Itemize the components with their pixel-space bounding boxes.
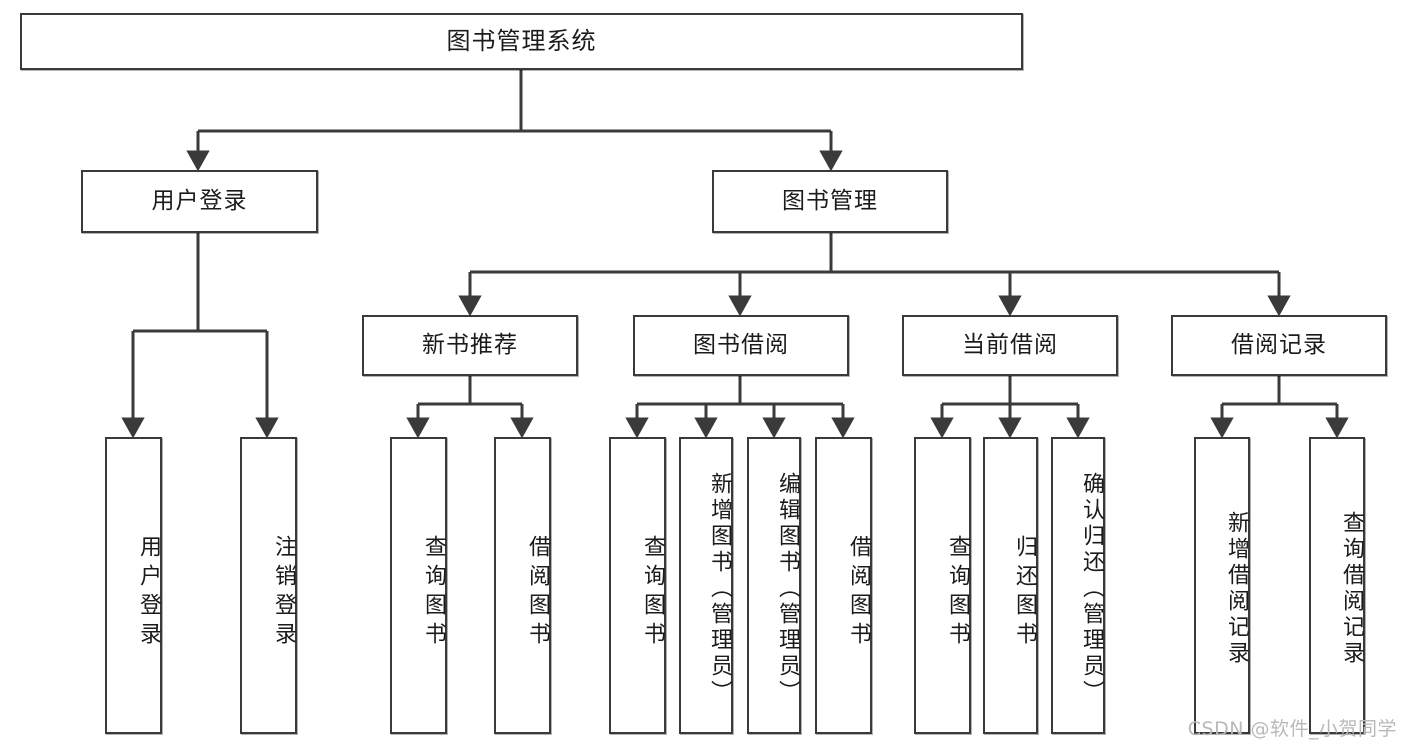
leaf-borrow-book-2[interactable]: 借阅图书: [815, 437, 872, 734]
node-user-login[interactable]: 用户登录: [81, 170, 318, 233]
leaf-query-book-1[interactable]: 查询图书: [390, 437, 447, 734]
leaf-confirm-return[interactable]: 确认归还（管理员）: [1051, 437, 1105, 734]
leaf-user-login[interactable]: 用户登录: [105, 437, 162, 734]
leaf-query-book-2[interactable]: 查询图书: [609, 437, 666, 734]
node-current-borrow[interactable]: 当前借阅: [902, 315, 1118, 376]
node-new-book-recommend[interactable]: 新书推荐: [362, 315, 578, 376]
leaf-add-book[interactable]: 新增图书（管理员）: [679, 437, 733, 734]
leaf-edit-book[interactable]: 编辑图书（管理员）: [747, 437, 801, 734]
leaf-add-borrow-record[interactable]: 新增借阅记录: [1194, 437, 1250, 734]
leaf-logout[interactable]: 注销登录: [240, 437, 297, 734]
node-borrow-record[interactable]: 借阅记录: [1171, 315, 1387, 376]
node-book-borrow[interactable]: 图书借阅: [633, 315, 849, 376]
node-root[interactable]: 图书管理系统: [20, 13, 1023, 70]
leaf-query-borrow-record[interactable]: 查询借阅记录: [1309, 437, 1365, 734]
leaf-return-book[interactable]: 归还图书: [983, 437, 1038, 734]
watermark: CSDN @软件_小贺同学: [1187, 718, 1397, 740]
leaf-query-book-3[interactable]: 查询图书: [914, 437, 971, 734]
leaf-borrow-book-1[interactable]: 借阅图书: [494, 437, 551, 734]
node-book-manage[interactable]: 图书管理: [712, 170, 948, 233]
